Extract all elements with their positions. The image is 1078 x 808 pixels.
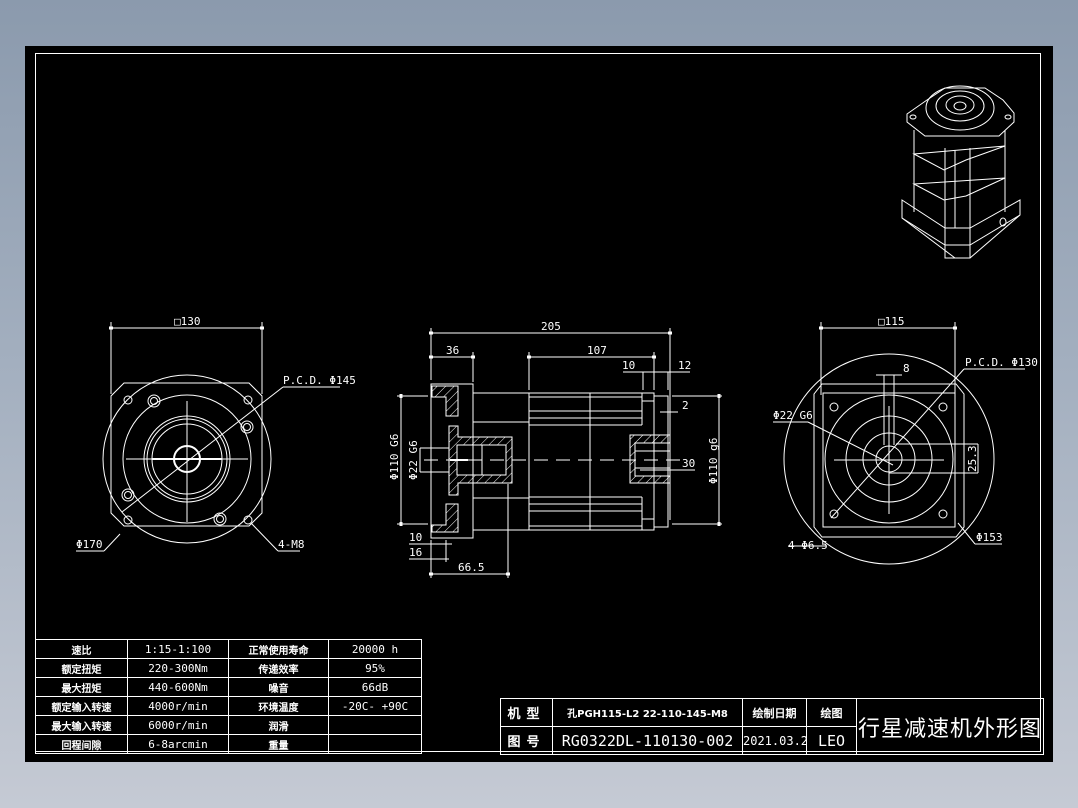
title-row: 图号 RG0322DL-110130-002 2021.03.22 LEO bbox=[500, 726, 1044, 755]
spec-label: 正常使用寿命 bbox=[228, 639, 329, 659]
spec-label: 重量 bbox=[228, 734, 329, 754]
spec-value: 1:15-1:100 bbox=[127, 639, 229, 659]
spec-row: 速比 1:15-1:100 正常使用寿命 20000 h bbox=[35, 639, 422, 659]
date-label: 绘制日期 bbox=[742, 698, 807, 727]
front-holes-label: 4-M8 bbox=[278, 538, 305, 551]
dim-16: 16 bbox=[409, 546, 422, 559]
dim-10-bottom: 10 bbox=[409, 531, 422, 544]
rear-square-dim: □115 bbox=[878, 315, 905, 328]
right-pilot-dim: Φ110 g6 bbox=[707, 438, 720, 484]
spec-value: 20000 h bbox=[328, 639, 422, 659]
rear-dia-label: Φ153 bbox=[976, 531, 1003, 544]
dim-2: 2 bbox=[682, 399, 689, 412]
spec-value: 220-300Nm bbox=[127, 658, 229, 678]
spec-label: 最大扭矩 bbox=[35, 677, 128, 697]
rear-key-width: 8 bbox=[903, 362, 910, 375]
spec-value: 95% bbox=[328, 658, 422, 678]
rear-view: □115 8 25.3 P.C.D. Φ130 Φ22 G6 4-Φ6 bbox=[773, 315, 1038, 565]
spec-label: 传递效率 bbox=[228, 658, 329, 678]
drawer-label: 绘图 bbox=[806, 698, 857, 727]
spec-row: 最大输入转速 6000r/min 润滑 bbox=[35, 715, 422, 735]
spec-label: 额定扭矩 bbox=[35, 658, 128, 678]
spec-row: 回程间隙 6-8arcmin 重量 bbox=[35, 734, 422, 754]
drawing-no-label: 图号 bbox=[500, 726, 553, 755]
side-view: 205 36 107 10 12 2 bbox=[388, 320, 722, 578]
dim-107: 107 bbox=[587, 344, 607, 357]
dim-12: 12 bbox=[678, 359, 691, 372]
dim-30: 30 bbox=[682, 457, 695, 470]
title-row: 机型 孔PGH115-L2 22-110-145-M8 绘制日期 绘图 行星减速… bbox=[500, 698, 1044, 755]
spec-label: 噪音 bbox=[228, 677, 329, 697]
rear-bore-label: Φ22 G6 bbox=[773, 409, 813, 422]
dim-10-top: 10 bbox=[622, 359, 635, 372]
spec-value bbox=[328, 734, 422, 754]
spec-label: 回程间隙 bbox=[35, 734, 128, 754]
spec-value: 4000r/min bbox=[127, 696, 229, 716]
spec-label: 最大输入转速 bbox=[35, 715, 128, 735]
left-bore-dim: Φ22 G6 bbox=[407, 440, 420, 480]
title-block: 机型 孔PGH115-L2 22-110-145-M8 绘制日期 绘图 行星减速… bbox=[500, 698, 1044, 755]
model-value: 孔PGH115-L2 22-110-145-M8 bbox=[552, 698, 743, 727]
dim-205: 205 bbox=[541, 320, 561, 333]
spec-table: 速比 1:15-1:100 正常使用寿命 20000 h 额定扭矩 220-30… bbox=[35, 639, 422, 754]
rear-pcd-label: P.C.D. Φ130 bbox=[965, 356, 1038, 369]
isometric-view bbox=[901, 85, 1021, 259]
date-value: 2021.03.22 bbox=[742, 726, 807, 755]
spec-row: 额定扭矩 220-300Nm 传递效率 95% bbox=[35, 658, 422, 678]
drawing-title: 行星减速机外形图 bbox=[856, 698, 1044, 755]
spec-label: 额定输入转速 bbox=[35, 696, 128, 716]
front-view: □130 P.C.D. Φ145 Φ170 4-M8 bbox=[76, 315, 356, 552]
rear-key-height: 25.3 bbox=[966, 446, 979, 473]
spec-label: 环境温度 bbox=[228, 696, 329, 716]
front-square-dim: □130 bbox=[174, 315, 201, 328]
rear-holes-label: 4-Φ6.5 bbox=[788, 539, 828, 552]
front-dia-label: Φ170 bbox=[76, 538, 103, 551]
spec-value: -20C- +90C bbox=[328, 696, 422, 716]
spec-row: 额定输入转速 4000r/min 环境温度 -20C- +90C bbox=[35, 696, 422, 716]
spec-row: 最大扭矩 440-600Nm 噪音 66dB bbox=[35, 677, 422, 697]
model-label: 机型 bbox=[500, 698, 553, 727]
dim-66-5: 66.5 bbox=[458, 561, 485, 574]
drawer-value: LEO bbox=[806, 726, 857, 755]
dim-36: 36 bbox=[446, 344, 459, 357]
spec-label: 润滑 bbox=[228, 715, 329, 735]
front-pcd-label: P.C.D. Φ145 bbox=[283, 374, 356, 387]
spec-value: 6000r/min bbox=[127, 715, 229, 735]
drawing-no-value: RG0322DL-110130-002 bbox=[552, 726, 743, 755]
spec-label: 速比 bbox=[35, 639, 128, 659]
spec-value: 66dB bbox=[328, 677, 422, 697]
spec-value: 440-600Nm bbox=[127, 677, 229, 697]
spec-value: 6-8arcmin bbox=[127, 734, 229, 754]
left-pilot-dim: Φ110 G6 bbox=[388, 434, 401, 480]
spec-value bbox=[328, 715, 422, 735]
